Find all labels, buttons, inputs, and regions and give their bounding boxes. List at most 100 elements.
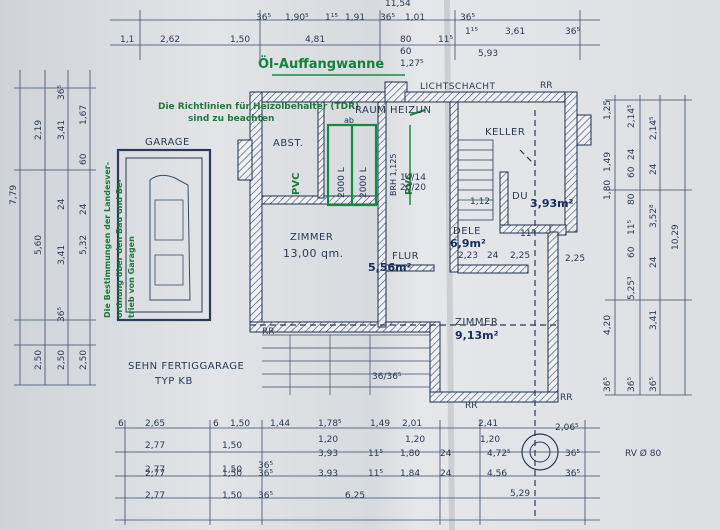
dim-left-9: 2,50 — [79, 349, 89, 370]
dim-right-17: 24 — [649, 163, 659, 175]
pvc-label-1: PVC — [291, 172, 302, 195]
dim-b3-4: 11⁵ — [368, 449, 384, 459]
dim-inner-5: 11⁵ — [520, 229, 536, 239]
dim-right-18: 24 — [649, 256, 659, 268]
dim-right-5: 80 — [627, 193, 637, 205]
dim-left-8: 2,50 — [57, 349, 67, 370]
dim-b4-0: 2,77 — [145, 469, 166, 479]
dim-right-2: 2,14⁵ — [649, 116, 659, 140]
dim-top2-2: 4,81 — [305, 35, 326, 45]
dim-b3-5: 1,80 — [400, 449, 421, 459]
dim-b5-0: 2,77 — [145, 491, 166, 501]
dim-right-4: 60 — [627, 166, 637, 178]
room-label-zimmer-left: ZIMMER — [290, 232, 334, 243]
dim-top3-2: 1,1 — [120, 35, 135, 45]
dim-inner-8: 36/36⁵ — [372, 372, 402, 382]
rv-label: RV Ø 80 — [625, 449, 662, 459]
drain-lines — [250, 110, 560, 520]
dim-right-3: 1,49 — [603, 151, 613, 172]
landesverordnung-note-line3: trieb von Garagen — [127, 236, 136, 318]
top-dimension-lines — [110, 10, 600, 60]
stairs — [457, 139, 494, 221]
dim-b4-6: 24 — [440, 469, 452, 479]
manhole — [521, 433, 559, 471]
dim-top2-4: 5,93 — [478, 49, 499, 59]
dim-right-16: 24 — [627, 148, 637, 160]
dim-b3-0: 2,77 — [145, 465, 166, 475]
dim-b3-7: 4,72⁵ — [487, 449, 511, 459]
dim-right-0: 1,25 — [603, 99, 613, 120]
room-label-heizung: HEIZUN — [390, 105, 432, 116]
dim-right-6: 1,80 — [603, 179, 613, 200]
dim-left-4: 5,60 — [34, 234, 44, 255]
room-label-abst: ABST. — [273, 138, 304, 149]
room-label-du: DU — [512, 191, 529, 202]
dim-left-1: 2,19 — [34, 119, 44, 140]
dim-right-15: 36⁵ — [649, 376, 659, 392]
dim-top2-5: 3,61 — [505, 27, 526, 37]
area-zimmer-right: 9,13m² — [455, 329, 499, 342]
dim-right-12: 3,41 — [649, 309, 659, 330]
dim-inner-6: 14/14 — [400, 173, 426, 183]
room-label-garage: GARAGE — [145, 137, 190, 148]
dim-right-19: 11⁵ — [627, 219, 637, 235]
dim-left-inner-0: 36⁵ — [57, 84, 67, 100]
dim-b5-1: 1,50 — [222, 491, 243, 501]
tank-ab-label: ab — [344, 116, 354, 125]
dim-inner-2: 2,25 — [510, 251, 531, 261]
room-label-raum: RAUM — [355, 105, 387, 116]
dim-top2-6: 36⁵ — [565, 27, 581, 37]
dim-right-7: 60 — [627, 246, 637, 258]
dim-left-7: 2,50 — [34, 349, 44, 370]
dim-left-5: 3,41 — [57, 244, 67, 265]
richtlinien-note-line2: sind zu beachten — [188, 114, 275, 124]
dim-b3-3: 3,93 — [318, 449, 339, 459]
dim-right-1: 2,14⁵ — [627, 104, 637, 128]
dim-inner-7: 20/20 — [400, 183, 426, 193]
dim-top2-7: 1¹⁵ — [465, 27, 478, 37]
room-label-zimmer-right: ZIMMER — [455, 317, 499, 328]
dim-right-13: 36⁵ — [603, 376, 613, 392]
dim-b1-6: 1,49 — [370, 419, 391, 429]
dim-right-9: 10,29 — [671, 224, 681, 250]
dim-b2-0: 2,77 — [145, 441, 166, 451]
tank-dimension: BRH 1,125 — [389, 153, 398, 196]
area-diele: 6,9m² — [450, 237, 486, 250]
room-label-keller: KELLER — [485, 127, 526, 138]
area-du: 3,93m² — [530, 197, 574, 210]
dim-b3-1: 1,50 — [222, 465, 243, 475]
dim-b3-2: 36⁵ — [258, 461, 274, 471]
richtlinien-note-line1: Die Richtlinien für Heizölbehälter (TDR) — [158, 102, 360, 112]
right-dimension-lines — [605, 95, 692, 396]
dim-b1-5: 1,78⁵ — [318, 419, 342, 429]
fertiggarage-label-line2: TYP KB — [155, 376, 193, 387]
rr-label-2: RR — [560, 393, 573, 403]
dim-b1-0: 6 — [118, 419, 124, 429]
dim-inner-3: 2,23 — [458, 251, 479, 261]
dim-b3-6: 24 — [440, 449, 452, 459]
dim-left-2: 3,41 — [57, 119, 67, 140]
garage-outline — [116, 148, 212, 322]
dim-top2-3: 80 — [400, 35, 412, 45]
dim-inner-4: 2,25 — [565, 254, 586, 264]
dim-b1-7: 2,01 — [402, 419, 423, 429]
dim-b3-8: 36⁵ — [565, 449, 581, 459]
dim-b2-3: 1,20 — [405, 435, 426, 445]
room-label-flur: FLUR — [392, 251, 420, 262]
dim-right-11: 4,20 — [603, 314, 613, 335]
landesverordnung-note-line1: Die Bestimmungen der Landesver- — [103, 161, 112, 318]
dim-top-5: 36⁵ — [380, 13, 396, 23]
dim-b1-3: 1,50 — [230, 419, 251, 429]
dim-top-0: 11,54 — [385, 0, 411, 9]
dim-left-inner-1: 60 — [79, 153, 89, 165]
dim-b4-4: 11⁵ — [368, 469, 384, 479]
bottom-dimension-lines — [115, 420, 600, 525]
dim-b5-2: 36⁵ — [258, 491, 274, 501]
dim-b4-5: 1,84 — [400, 469, 421, 479]
dim-left-6: 5,32 — [79, 234, 89, 255]
dim-b4-1: 1,50 — [222, 469, 243, 479]
dim-left-3: 1,67 — [79, 104, 89, 125]
dim-top-2: 1,90⁵ — [285, 13, 309, 23]
left-dimension-lines — [14, 70, 96, 386]
